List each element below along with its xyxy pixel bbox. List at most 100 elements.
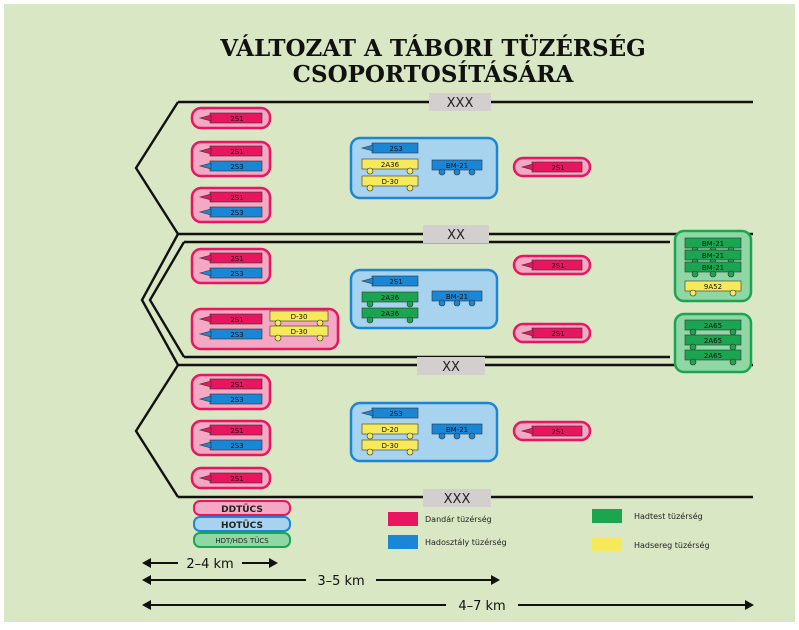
division-2-mlrs-wheel-0 (438, 299, 446, 307)
distance-arrow-3-left-head (142, 600, 151, 610)
legend-swatch-hadosztaly (388, 535, 418, 549)
forward-4-gun-barrel (520, 427, 534, 435)
level-tag-division-1-label: XX (447, 228, 465, 243)
division-3-gun-label: 2S3 (389, 410, 402, 418)
corps-2-gun-1-label: 2A65 (704, 337, 722, 345)
brigade-7-gun-b-barrel (198, 441, 212, 449)
chevron-2-outer (140, 233, 180, 366)
division-1-mlrs-wheel-2 (468, 168, 476, 176)
brigade-7-gun-a-label: 2S1 (230, 427, 243, 435)
brigade-5-howitzer-b-wheel-right (316, 334, 324, 342)
corps-2-gun-0-body (684, 319, 742, 331)
brigade-2-gun-b-barrel (198, 162, 212, 170)
division-1-towed-a-wheel-left (366, 167, 374, 175)
brigade-5-howitzer-b-wheel-left (274, 334, 282, 342)
brigade-5-howitzer-a-wheel-left (274, 319, 282, 327)
division-2-towed-a-label: 2A36 (381, 294, 400, 302)
division-2-towed-b-body (361, 307, 419, 319)
brigade-8-gun-barrel (198, 474, 212, 482)
division-2-mlrs-wheel-1 (453, 299, 461, 307)
forward-1-gun-label: 2S1 (551, 164, 564, 172)
division-2-towed-b-label: 2A36 (381, 310, 400, 318)
division-3-towed-a-body (361, 423, 419, 435)
legend-hadsereg-label: Hadsereg tüzérség (634, 540, 710, 550)
legend-box-hotucs (193, 516, 291, 532)
division-3-towed-b-body (361, 439, 419, 451)
level-tag-division-2-label: XX (442, 360, 460, 375)
corps-2-gun-0-label: 2A65 (704, 322, 722, 330)
brigade-5-howitzer-a-wheel-right (316, 319, 324, 327)
division-1-towed-a-wheel-right (406, 167, 414, 175)
division-2-towed-a-wheel-left (366, 300, 374, 308)
legend-box-hdt-label: HDT/HDS TÜCS (215, 536, 269, 545)
division-1-towed-a-label: 2A36 (381, 161, 400, 169)
level-tag-top (429, 93, 491, 111)
distance-arrow-1-left-head (142, 558, 151, 568)
brigade-5-howitzer-a-label: D-30 (291, 313, 308, 321)
distance-3-label: 4–7 km (458, 599, 505, 614)
division-1-towed-b-label: D-30 (382, 178, 399, 186)
corps-1-mlrs-2-wheel-1 (709, 270, 717, 278)
brigade-3-gun-b-barrel (198, 208, 212, 216)
corps-1-mlrs-0-label: BM-21 (702, 240, 724, 248)
division-1-mlrs-wheel-1 (453, 168, 461, 176)
brigade-2-gun-b-label: 2S3 (230, 163, 243, 171)
forward-2-gun-barrel (520, 261, 534, 269)
legend-hadtest-label: Hadtest tüzérség (634, 511, 703, 521)
brigade-3-gun-a-label: 2S1 (230, 194, 243, 202)
title-line-2: CSOPORTOSÍTÁSÁRA (293, 61, 575, 88)
brigade-5-howitzer-b-body (269, 325, 329, 337)
brigade-7-gun-b-label: 2S3 (230, 442, 243, 450)
brigade-5-gun-a-barrel (198, 315, 212, 323)
distance-1-label-bg (178, 555, 242, 571)
legend-dandar-label: Dandár tüzérség (425, 514, 492, 524)
legend-box-hdt (193, 532, 291, 548)
distance-arrow-1-right-head (269, 558, 278, 568)
legend-swatch-hadsereg (592, 537, 622, 551)
brigade-1-gun-label: 2S1 (230, 115, 243, 123)
corps-2-gun-2-label: 2A65 (704, 352, 722, 360)
legend-swatch-dandar (388, 512, 418, 526)
forward-3-gun-label: 2S1 (551, 330, 564, 338)
level-tag-division-1 (423, 225, 489, 243)
legend-swatch-hadtest (592, 509, 622, 523)
level-tag-bottom-label: XXX (444, 492, 471, 507)
corps-1-mlrs-2-wheel-2 (727, 270, 735, 278)
division-2-mlrs-wheel-2 (468, 299, 476, 307)
division-1-mlrs-wheel-0 (438, 168, 446, 176)
corps-2-gun-1-body (684, 334, 742, 346)
corps-1-mlrs-1-label: BM-21 (702, 252, 724, 260)
division-3-towed-b-wheel-right (406, 448, 414, 456)
chevron-2-inner (148, 241, 186, 358)
legend-box-ddtucs-label: DDTÜCS (221, 504, 263, 515)
forward-2-gun-label: 2S1 (551, 262, 564, 270)
distance-arrow-2-left-head (142, 575, 151, 585)
division-3-mlrs-label: BM-21 (446, 426, 468, 434)
division-3-towed-a-wheel-right (406, 432, 414, 440)
corps-1-heavy-wheel-left (689, 289, 697, 297)
division-1-towed-b-wheel-left (366, 184, 374, 192)
division-3-towed-b-label: D-30 (382, 442, 399, 450)
division-3-mlrs-wheel-1 (453, 432, 461, 440)
brigade-3-gun-b-label: 2S3 (230, 209, 243, 217)
corps-1-heavy-wheel-right (729, 289, 737, 297)
division-1-towed-b-wheel-right (406, 184, 414, 192)
division-3-mlrs-wheel-2 (468, 432, 476, 440)
division-1-towed-b-body (361, 175, 419, 187)
corps-1-heavy-label: 9A52 (704, 283, 722, 291)
title-line-1: VÁLTOZAT A TÁBORI TÜZÉRSÉG (219, 34, 646, 62)
division-2-towed-b-wheel-right (406, 316, 414, 324)
brigade-5-gun-b-barrel (198, 330, 212, 338)
division-1-gun-label: 2S3 (389, 145, 402, 153)
corps-1-mlrs-2-label: BM-21 (702, 264, 724, 272)
distance-1-label: 2–4 km (186, 557, 233, 572)
distance-2-label-bg (306, 572, 376, 588)
forward-1-gun-barrel (520, 163, 534, 171)
brigade-6-gun-b-label: 2S3 (230, 396, 243, 404)
corps-2-gun-0-wheel-left (689, 328, 697, 336)
corps-2-gun-2-body (684, 349, 742, 361)
brigade-2-gun-a-barrel (198, 147, 212, 155)
corps-2-gun-1-wheel-right (729, 343, 737, 351)
corps-2-gun-2-wheel-right (729, 358, 737, 366)
